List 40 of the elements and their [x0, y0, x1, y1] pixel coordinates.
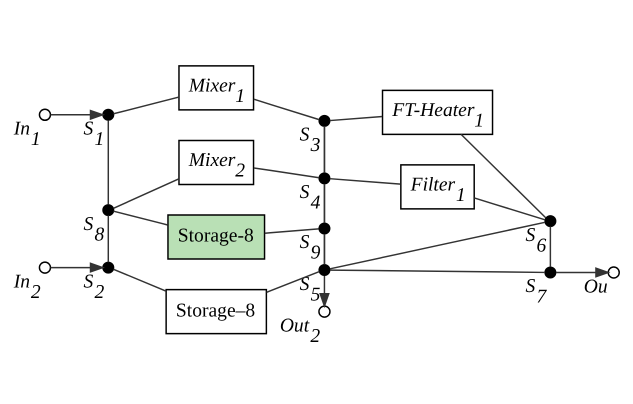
node-dot [102, 204, 114, 216]
connector [324, 234, 326, 264]
connector [108, 214, 110, 262]
arrow [50, 108, 105, 120]
node-label: Ou [584, 276, 608, 297]
node-box: Storage-8 [167, 214, 266, 260]
node-dot [544, 266, 556, 278]
connector [330, 177, 401, 184]
node-circle [318, 304, 331, 318]
connector [113, 178, 180, 208]
node-dot [318, 172, 330, 184]
connector [264, 228, 319, 234]
connector [254, 166, 320, 178]
node-dot [102, 108, 114, 120]
node-circle [38, 108, 52, 121]
connector [113, 268, 166, 292]
arrow [556, 266, 610, 278]
connector [324, 183, 326, 222]
node-dot [318, 114, 330, 126]
connector [113, 96, 180, 114]
connector [108, 120, 110, 204]
node-circle [608, 266, 620, 278]
connector [113, 210, 168, 226]
connector [460, 133, 546, 218]
connector [330, 268, 545, 273]
arrow [319, 126, 330, 308]
arrow [50, 262, 105, 272]
connector [330, 115, 382, 121]
connector [550, 226, 552, 266]
connector [324, 126, 326, 172]
node-dot [318, 222, 330, 234]
connector [254, 98, 320, 120]
node-dot [102, 261, 114, 274]
connector [266, 270, 320, 292]
node-box: Storage–8 [165, 288, 268, 334]
connector [474, 196, 546, 220]
node-dot [544, 214, 556, 227]
connector [330, 221, 546, 270]
node-dot [318, 264, 330, 276]
node-circle [38, 260, 52, 274]
